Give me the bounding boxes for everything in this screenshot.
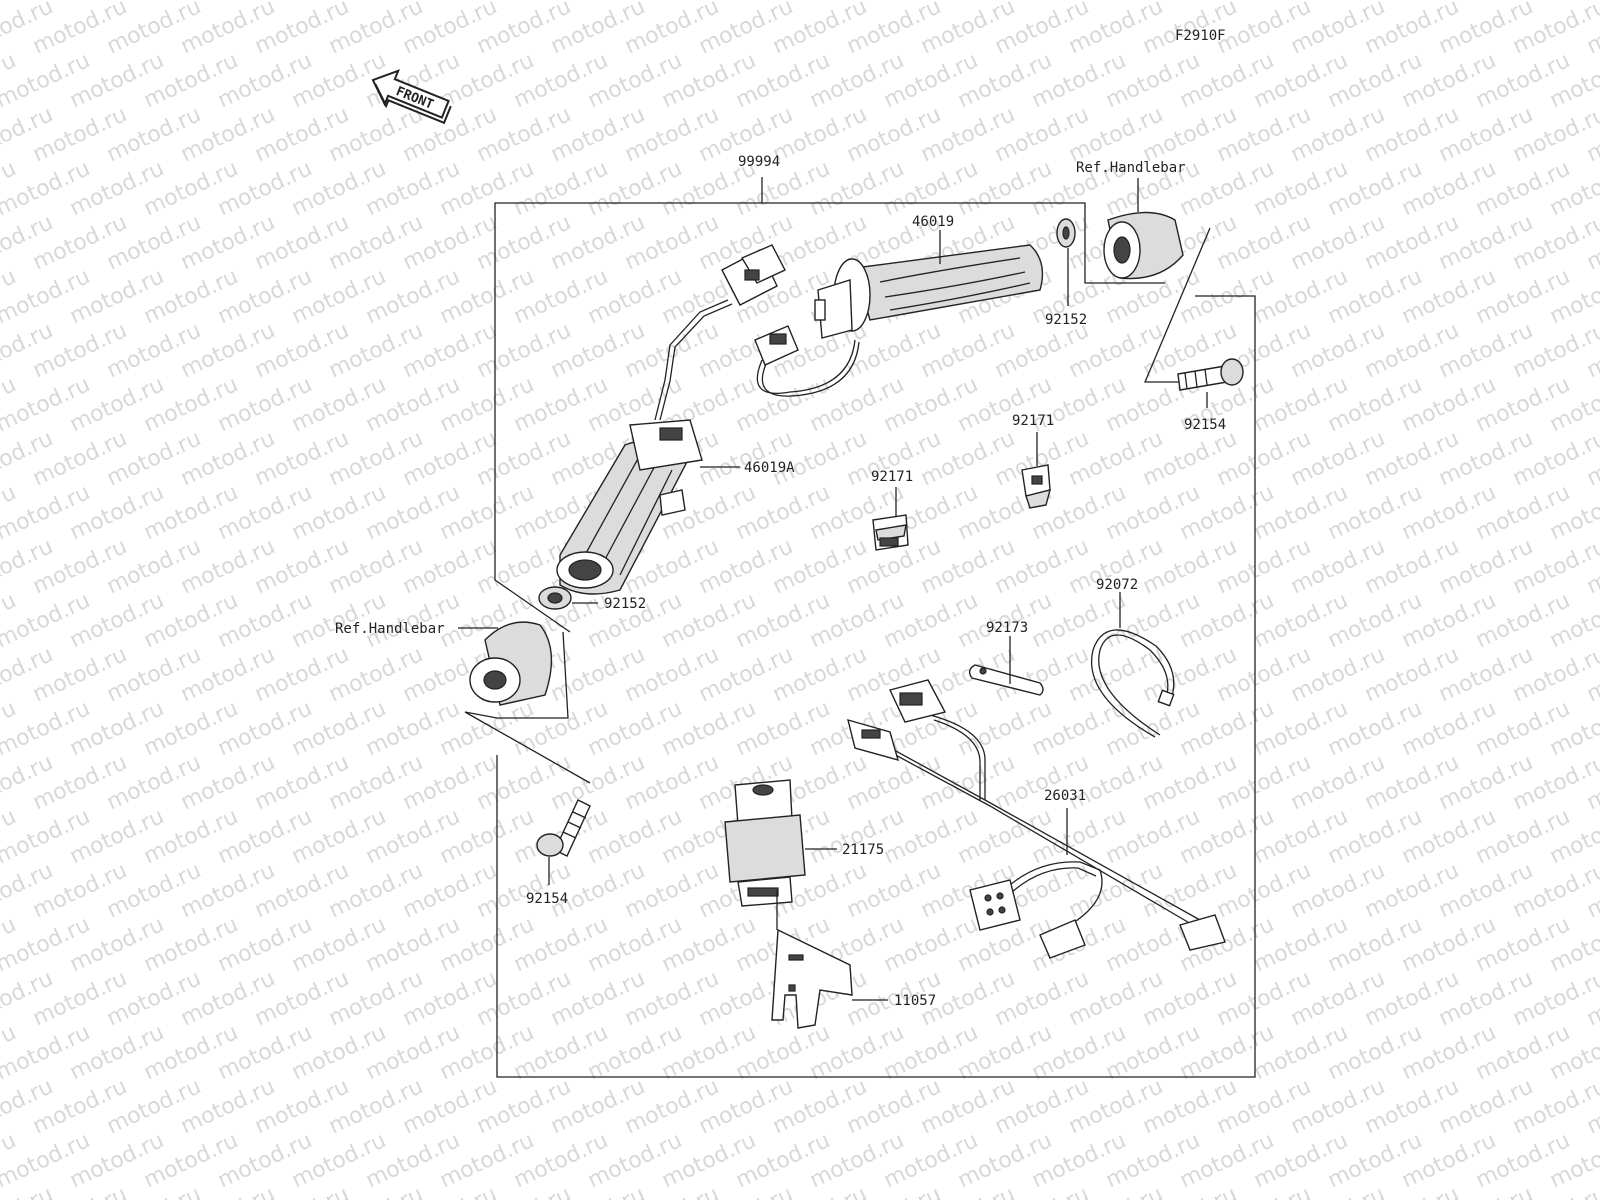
label-ref-handlebar-left: Ref.Handlebar [335,621,445,637]
label-washer-92152-left: 92152 [604,596,646,612]
label-grip-46019: 46019 [912,214,954,230]
grip-left [556,419,703,595]
tie-band [1091,629,1175,738]
clamp-b [872,514,909,551]
label-bracket-11057: 11057 [894,993,936,1009]
label-bolt-92154-right: 92154 [1184,417,1226,433]
label-grip-46019A: 46019A [744,460,795,476]
washer-right [1056,218,1076,248]
harness [847,679,1226,959]
kit-outline [494,202,1256,1078]
bolt-right [1177,358,1244,391]
label-relay-21175: 21175 [842,842,884,858]
ref-bracket-left [464,631,591,784]
grip-left-connector [654,244,786,421]
grip-right [814,244,1044,339]
label-harness-26031: 26031 [1044,788,1086,804]
holder [968,664,1044,696]
bracket [771,928,853,1029]
bolt-left [536,799,591,857]
washer-left [538,586,572,610]
clamp-a [1021,464,1051,509]
label-kit-99994: 99994 [738,154,780,170]
kit-outline-diagonal [494,579,571,633]
label-bolt-92154-left: 92154 [526,891,568,907]
figure-code: F2910F [1175,28,1226,44]
label-holder-92173: 92173 [986,620,1028,636]
label-clamp-92171-a: 92171 [1012,413,1054,429]
label-clamp-92171-b: 92171 [871,469,913,485]
relay [724,779,806,907]
bar-end-left [469,621,553,706]
grip-right-connector [754,325,860,397]
label-tie-band-92072: 92072 [1096,577,1138,593]
label-ref-handlebar-right: Ref.Handlebar [1076,160,1186,176]
label-washer-92152-right: 92152 [1045,312,1087,328]
bar-end-right [1103,211,1184,280]
